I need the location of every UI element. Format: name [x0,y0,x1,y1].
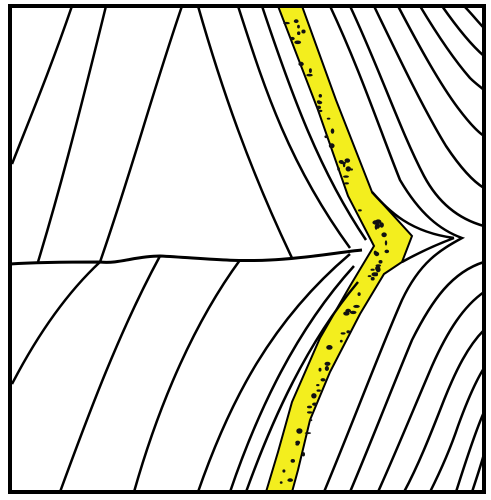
grain-mark [374,251,377,255]
grain-mark [280,481,283,484]
grain-mark [343,311,349,315]
grain-mark [350,311,357,314]
grain-mark [325,366,329,371]
grain-mark [380,222,384,227]
grain-mark [309,68,312,73]
grain-mark [337,167,340,170]
grain-mark [310,419,313,421]
grain-mark [327,118,331,120]
grain-mark [312,403,317,406]
grain-mark [321,378,326,381]
grain-mark [307,411,312,413]
grain-mark [317,106,322,110]
grain-mark [379,260,383,264]
grain-mark [358,292,361,296]
grain-mark [343,175,349,177]
grain-mark [350,168,353,170]
grain-mark [298,62,303,66]
grain-mark [311,393,316,398]
grain-mark [343,163,345,168]
grain-mark [353,305,360,308]
grain-mark [319,94,322,98]
grain-mark [381,232,386,237]
grain-mark [316,384,319,386]
grain-mark [346,330,350,333]
grain-mark [290,37,295,40]
grain-mark [326,345,332,350]
grain-mark [385,240,387,245]
grain-mark [297,31,300,35]
grain-mark [345,158,351,162]
grain-mark [341,332,346,334]
grain-mark [324,135,328,138]
grain-mark [375,272,378,276]
grain-mark [385,250,390,254]
grain-mark [358,209,362,211]
grain-mark [297,25,300,29]
grain-mark [291,459,295,463]
grain-mark [329,143,335,148]
grain-mark [282,469,285,472]
grain-mark [305,432,311,434]
grain-mark [287,478,293,482]
grain-mark [371,269,375,271]
grain-mark [294,41,301,45]
grain-mark [368,275,372,277]
grain-mark [344,182,349,184]
grain-mark [317,389,321,391]
grain-mark [331,128,335,133]
grain-mark [371,277,375,281]
grain-mark [306,74,312,77]
grain-mark [296,428,302,434]
grain-mark [325,362,331,366]
grain-mark [318,110,322,112]
grain-mark [340,340,343,343]
grain-mark [295,443,299,445]
grain-mark [319,368,322,372]
grain-mark [376,264,381,267]
grain-mark [294,19,299,23]
grain-mark [376,267,381,272]
grain-mark [372,220,378,224]
grain-mark [317,100,321,103]
grain-mark [301,30,305,34]
grain-mark [283,22,290,24]
grain-mark [307,406,312,409]
grain-mark [346,166,351,171]
grain-mark [302,452,305,456]
